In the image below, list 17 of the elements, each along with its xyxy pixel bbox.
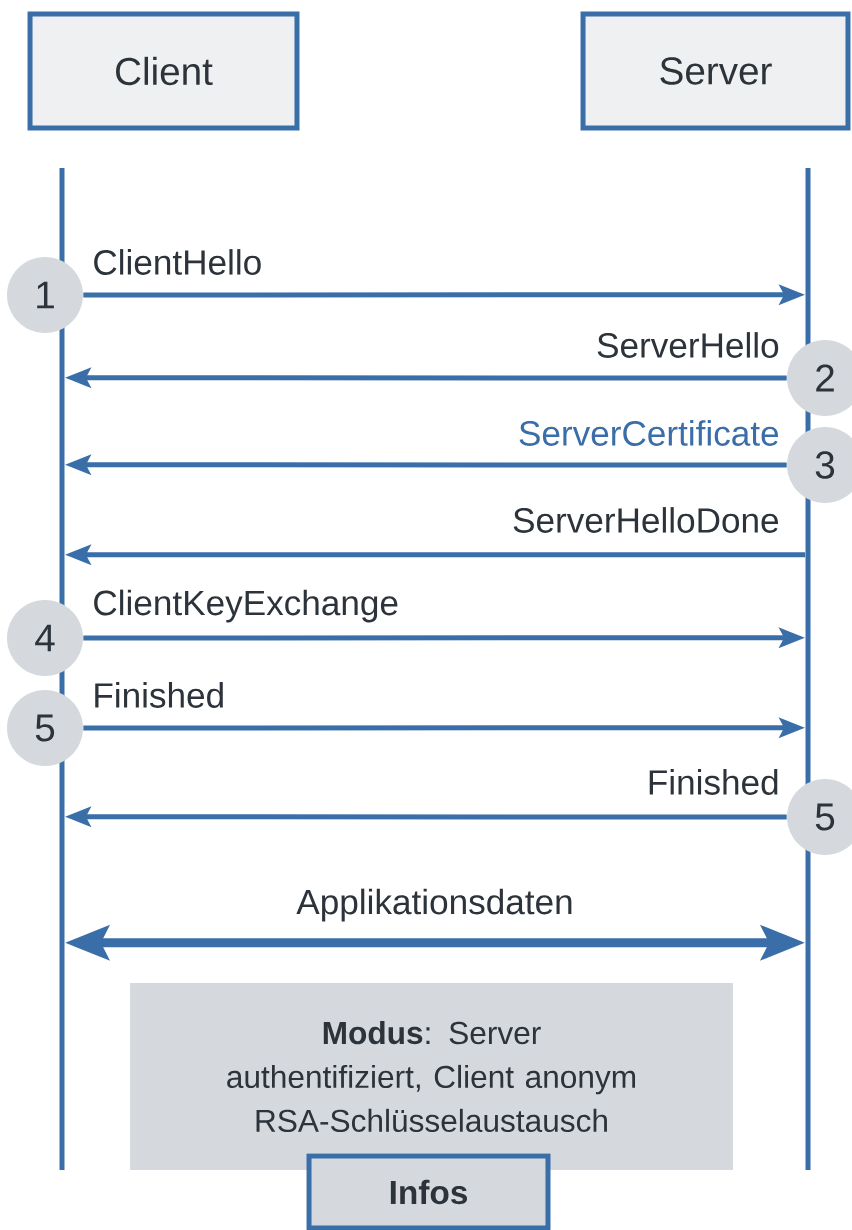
edge-label: ServerCertificate (519, 420, 779, 446)
callout-number: 5 (7, 690, 83, 766)
edge-label: ServerHelloDone (513, 507, 778, 533)
callout-number: 4 (7, 600, 83, 676)
edge-label: Finished (649, 769, 778, 795)
callout-number: 1 (7, 257, 83, 333)
edge-label: Finished (95, 682, 223, 708)
edge-label: ClientKeyExchange (94, 589, 398, 623)
callout-number: 2 (787, 340, 852, 416)
edge-label: ClientHello (94, 249, 261, 275)
participant-box: Client (27, 11, 300, 131)
participant-box: Server (580, 11, 851, 131)
callout-number: 3 (787, 427, 852, 503)
edge-label: ServerHello (597, 332, 779, 358)
label-box: Infos (306, 1153, 551, 1230)
callout-number: 5 (787, 779, 852, 855)
edge-label: Applikationsdaten (296, 888, 572, 922)
